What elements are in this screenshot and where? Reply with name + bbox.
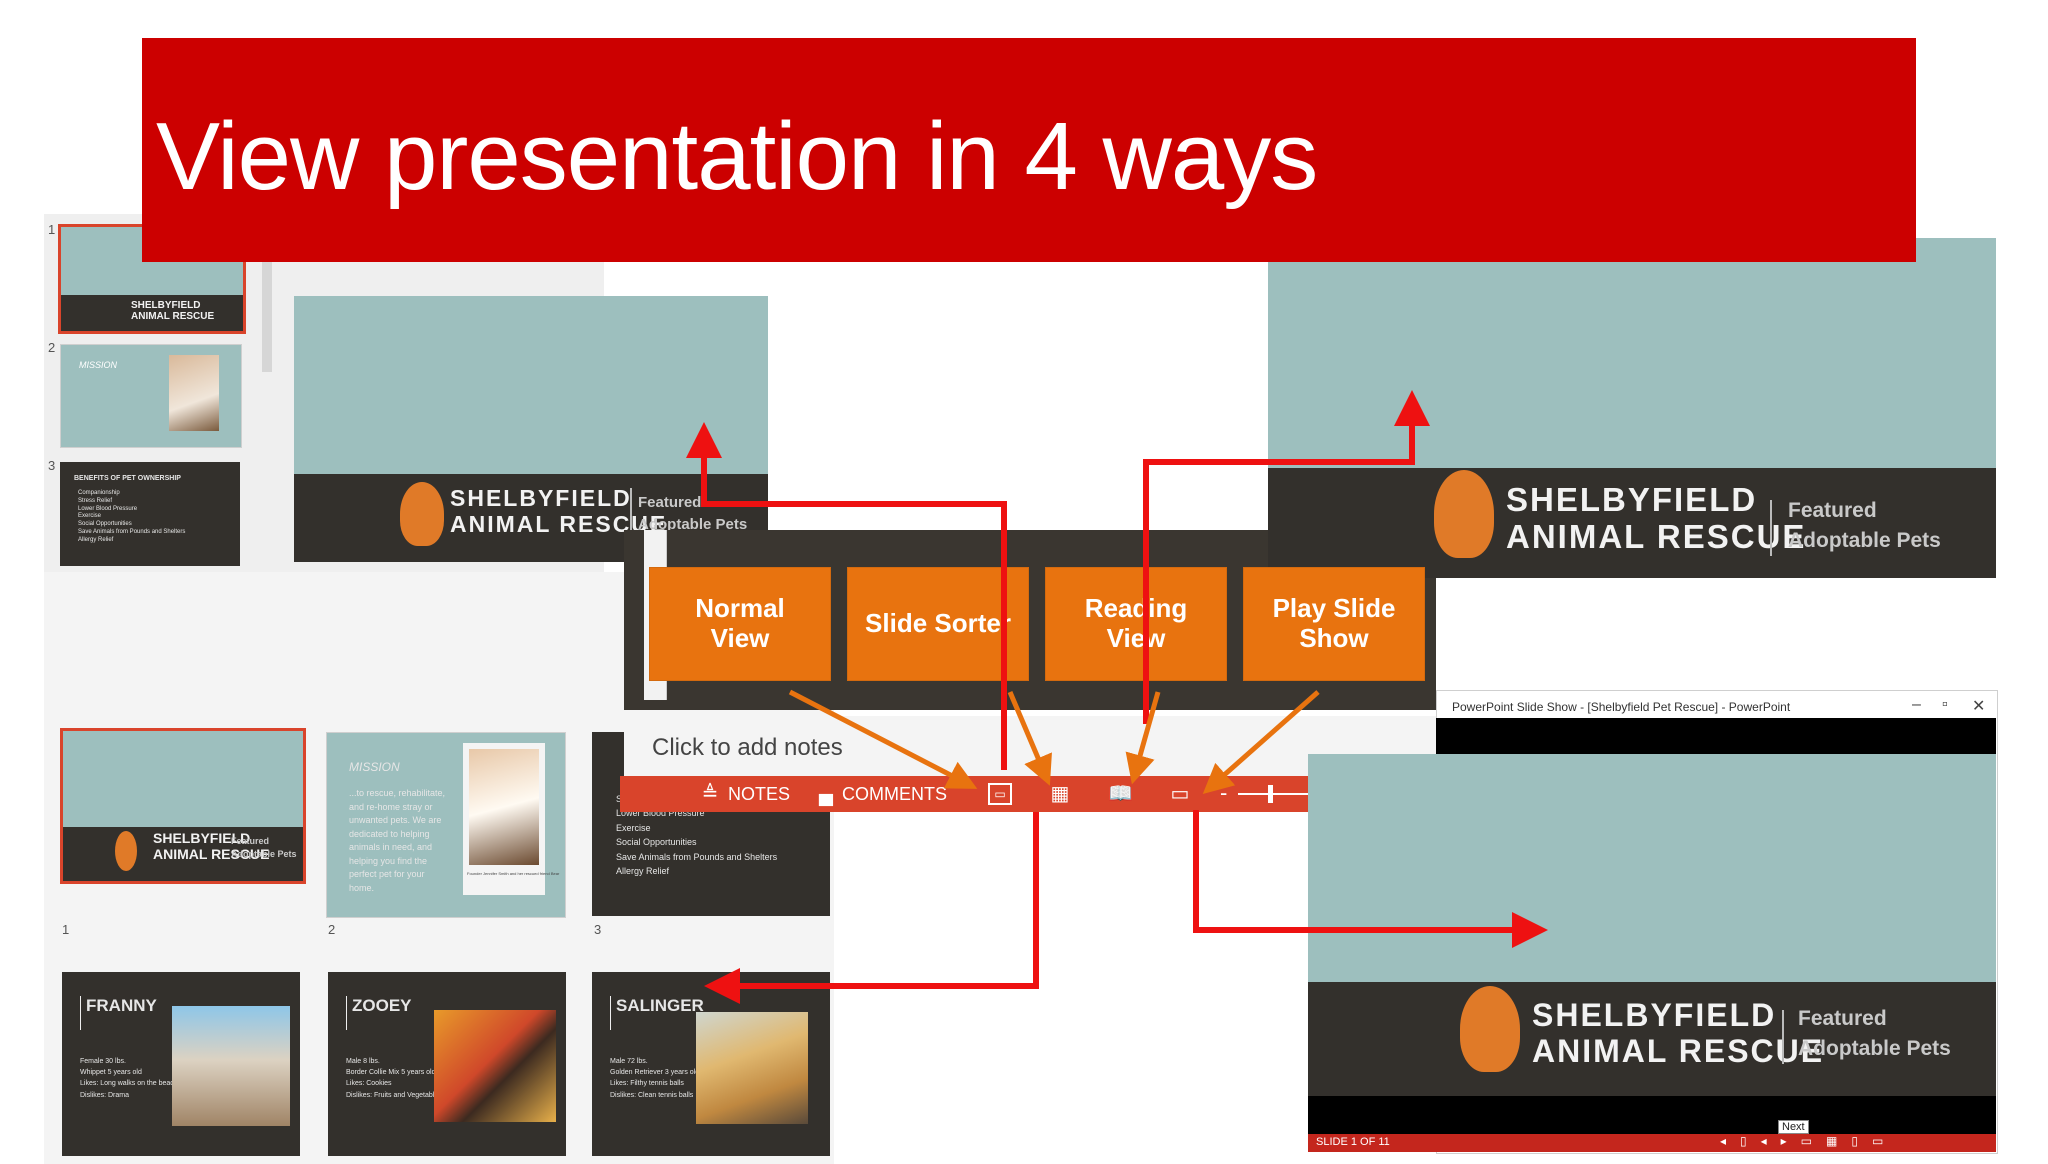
minimize-icon[interactable]: – [1912, 696, 1921, 713]
arrow-slide-sorter [704, 812, 1039, 1004]
pet-name: SALINGER [616, 996, 704, 1015]
mission-title: MISSION [79, 360, 118, 370]
comments-icon[interactable]: ▄ [818, 783, 834, 805]
callout-slide-sorter: Slide Sorter [848, 568, 1028, 680]
page-title: View presentation in 4 ways [156, 103, 1318, 210]
benefits-title: BENEFITS OF PET OWNERSHIP [74, 475, 181, 482]
sorter-slide-2[interactable]: MISSION ...to rescue, rehabilitate,and r… [326, 732, 566, 918]
callout-reading-view: Reading View [1046, 568, 1226, 680]
mission-text: ...to rescue, rehabilitate,and re-home s… [349, 788, 446, 893]
slideshow-black-bar [1436, 718, 1996, 754]
notes-placeholder[interactable]: Click to add notes [652, 734, 843, 761]
arrow-reading-view [1143, 390, 1430, 724]
callout-normal-view: Normal View [650, 568, 830, 680]
normal-view-icon[interactable]: ▭ [988, 783, 1012, 805]
arrow-orange-sorter [1007, 691, 1052, 786]
close-icon[interactable]: ✕ [1972, 698, 1986, 715]
title-banner: View presentation in 4 ways [142, 38, 1916, 262]
maximize-icon[interactable]: ▫ [1942, 696, 1948, 713]
thumbnail-number: 3 [48, 458, 56, 473]
mission-photo [169, 355, 219, 431]
arrow-orange-reading [1125, 691, 1161, 785]
thumbnail-slide-2[interactable]: MISSION [60, 344, 242, 448]
fox-logo [1434, 470, 1494, 558]
arrow-orange-slideshow [1202, 690, 1320, 794]
arrow-slide-show [1193, 810, 1548, 948]
pet-name: FRANNY [86, 996, 157, 1015]
fox-logo [1460, 986, 1520, 1072]
pet-details: Male 72 lbs.Golden Retriever 3 years old… [610, 1058, 700, 1099]
arrow-orange-normal [788, 689, 978, 789]
fox-logo [400, 482, 444, 546]
slide-panel-scrollbar[interactable] [262, 262, 272, 372]
sorter-slide-franny[interactable]: FRANNY Female 30 lbs.Whippet 5 years old… [62, 972, 300, 1156]
slide-sorter-icon[interactable]: ▦ [1050, 783, 1070, 805]
mission-title: MISSION [349, 760, 400, 774]
sorter-number: 3 [594, 922, 602, 937]
zoom-slider-thumb[interactable] [1268, 785, 1273, 803]
pet-photo-salinger [696, 1012, 808, 1124]
callout-play-slide-show: Play Slide Show [1244, 568, 1424, 680]
slideshow-status-bar [1308, 1134, 1996, 1152]
arrow-normal-view [686, 422, 1007, 770]
comments-button[interactable]: COMMENTS [842, 784, 947, 804]
mission-photo-frame: Founder Jennifer Smith and her rescued f… [463, 743, 559, 895]
photo-caption: Founder Jennifer Smith and her rescued f… [467, 871, 560, 876]
sorter-slide-zooey[interactable]: ZOOEY Male 8 lbs.Border Collie Mix 5 yea… [328, 972, 566, 1156]
slide-show-icon[interactable]: ▭ [1170, 783, 1190, 805]
fox-logo [115, 831, 137, 871]
thumbnail-number: 2 [48, 340, 56, 355]
notes-icon[interactable]: ≜ [701, 783, 719, 805]
reading-view-icon[interactable]: 📖 [1108, 783, 1133, 805]
sorter-number: 2 [328, 922, 336, 937]
next-tooltip: Next [1778, 1120, 1809, 1134]
slide-counter: SLIDE 1 OF 11 [1316, 1136, 1390, 1148]
slideshow-window-title: PowerPoint Slide Show - [Shelbyfield Pet… [1452, 700, 1791, 714]
slideshow-nav-icons[interactable]: ◂▯◂▸▭▦▯▭ [1720, 1134, 1898, 1148]
mission-photo [469, 749, 539, 865]
notes-button[interactable]: NOTES [728, 784, 791, 804]
pet-photo-franny [172, 1006, 290, 1126]
sorter-number: 1 [62, 922, 70, 937]
pet-details: Male 8 lbs.Border Collie Mix 5 years old… [346, 1058, 442, 1099]
thumbnail-number: 1 [48, 222, 56, 237]
pet-name: ZOOEY [352, 996, 412, 1015]
pet-photo-zooey [434, 1010, 556, 1122]
